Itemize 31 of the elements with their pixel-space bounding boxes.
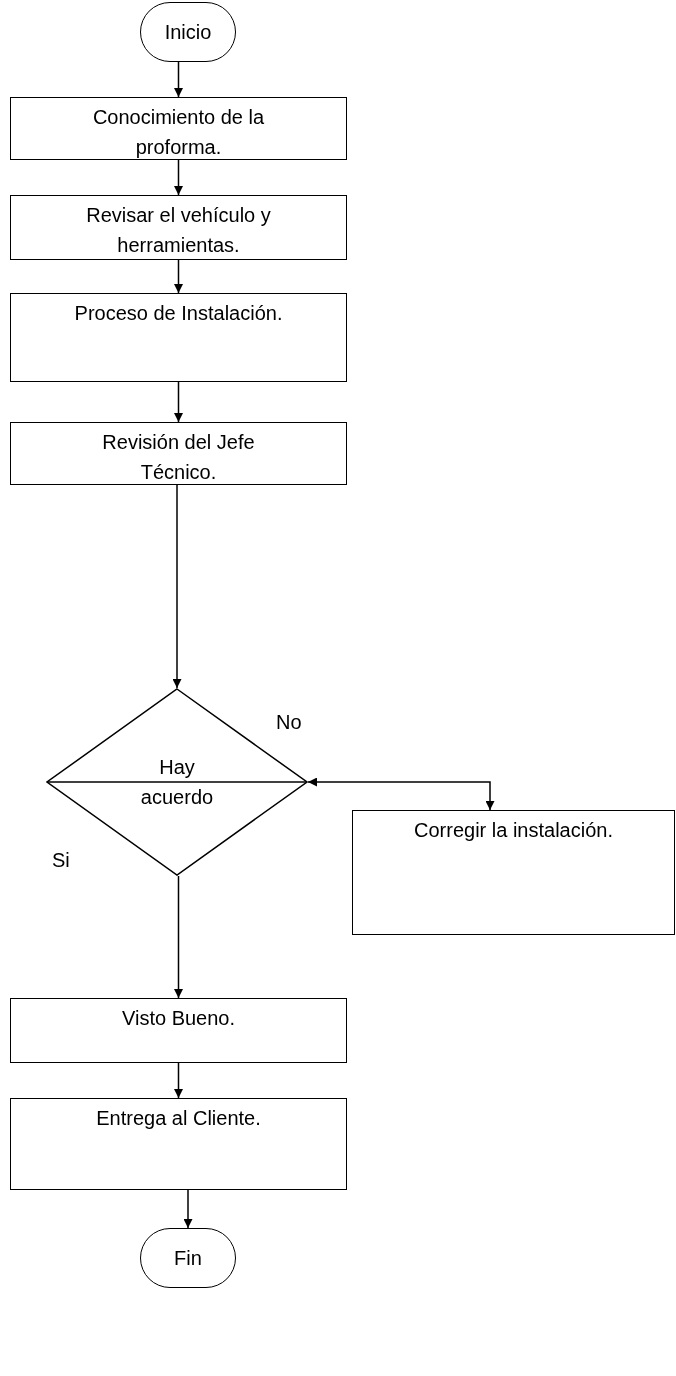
node-label: Conocimiento de la proforma. — [91, 105, 266, 160]
process-box — [10, 998, 347, 1063]
node-label: Revisión del Jefe Técnico. — [101, 430, 256, 485]
node-label: Fin — [174, 1246, 202, 1271]
arrow — [174, 259, 183, 294]
node-label: Inicio — [164, 20, 212, 45]
process-box — [10, 1098, 347, 1190]
node-label: Revisar el vehículo y herramientas. — [85, 203, 272, 258]
arrow — [174, 875, 183, 999]
arrow — [174, 381, 183, 423]
arrow — [174, 61, 183, 98]
node-label: Visto Bueno. — [121, 1006, 235, 1031]
terminal-shape — [140, 1228, 236, 1288]
node-label: Proceso de Instalación. — [74, 301, 283, 326]
arrow — [174, 1062, 183, 1099]
process-box — [352, 810, 675, 935]
process-box — [10, 97, 347, 160]
arrow — [183, 1189, 193, 1229]
branch-label: No — [276, 710, 302, 735]
node-label: Corregir la instalación. — [414, 818, 613, 843]
arrow — [307, 777, 495, 811]
process-box — [10, 293, 347, 382]
node-label: Entrega al Cliente. — [96, 1106, 261, 1131]
process-box — [10, 195, 347, 260]
decision-diamond — [46, 688, 308, 876]
process-box — [10, 422, 347, 485]
arrow — [174, 159, 183, 196]
arrow — [172, 484, 182, 689]
terminal-shape — [140, 2, 236, 62]
branch-label: Si — [52, 848, 70, 873]
node-label: Hay acuerdo — [139, 755, 215, 810]
